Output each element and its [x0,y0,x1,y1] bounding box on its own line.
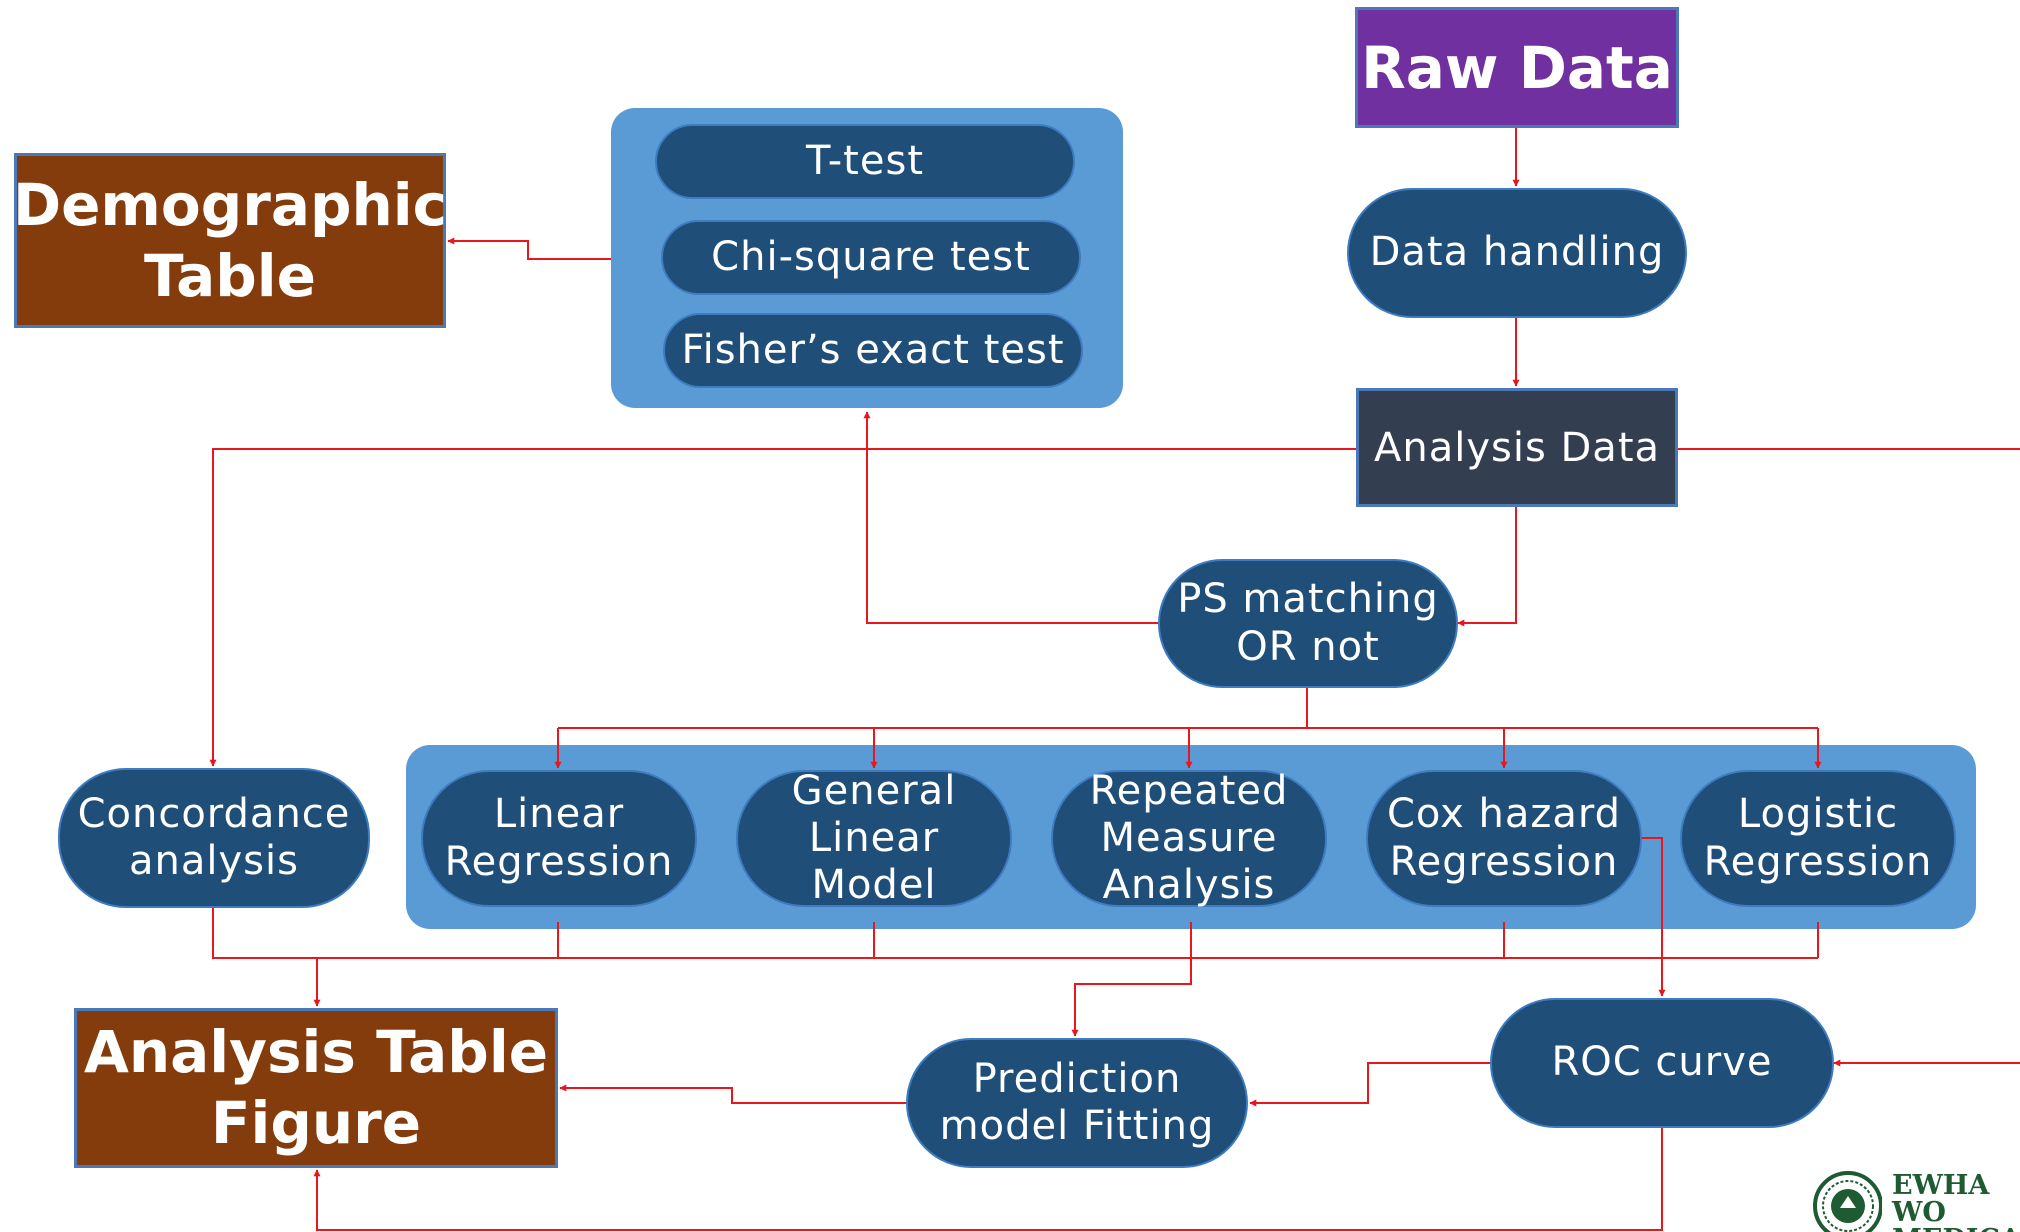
t-test-node: T-test [655,124,1075,199]
ps-matching-node: PS matching OR not [1158,559,1458,688]
prediction-model-fitting-node: Prediction model Fitting [906,1038,1248,1168]
repeated-measure-analysis-node: Repeated Measure Analysis [1051,768,1327,908]
raw-data-node: Raw Data [1355,7,1679,128]
ewha-logo-text: EWHA WO MEDICAL C [1892,1170,2020,1232]
analysis-data-node: Analysis Data [1356,388,1678,507]
chi-square-test-node: Chi-square test [661,220,1081,295]
ewha-seal-icon [1813,1171,1883,1232]
concordance-analysis-node: Concordance analysis [58,768,370,908]
logistic-regression-node: Logistic Regression [1680,770,1956,907]
edge-prediction-to-analysis-table [559,1084,906,1104]
analysis-table-figure-node: Analysis Table Figure [74,1008,558,1168]
roc-curve-node: ROC curve [1490,998,1834,1128]
edge-ps-to-tests [863,411,1158,624]
edge-collect-concordance [212,908,317,959]
edge-analysis-to-concordance [209,448,1356,767]
edge-roc-to-analysis-table [313,1128,1663,1231]
edge-repeated-to-prediction [1071,922,1192,1037]
edge-roc-to-prediction [1249,1062,1490,1107]
general-linear-model-node: General Linear Model [736,768,1012,908]
demographic-table-node: Demographic Table [13,153,447,328]
ewha-logo: EWHA WO MEDICAL C [1812,1170,2020,1232]
edge-tests-to-demographic [447,237,611,260]
cox-hazard-regression-node: Cox hazard Regression [1366,770,1642,907]
linear-regression-node: Linear Regression [421,770,697,907]
fishers-exact-test-node: Fisher’s exact test [663,313,1083,388]
data-handling-node: Data handling [1347,188,1687,318]
edge-cox-to-roc [1640,837,1666,997]
edge-analysis-to-ps [1457,507,1517,627]
